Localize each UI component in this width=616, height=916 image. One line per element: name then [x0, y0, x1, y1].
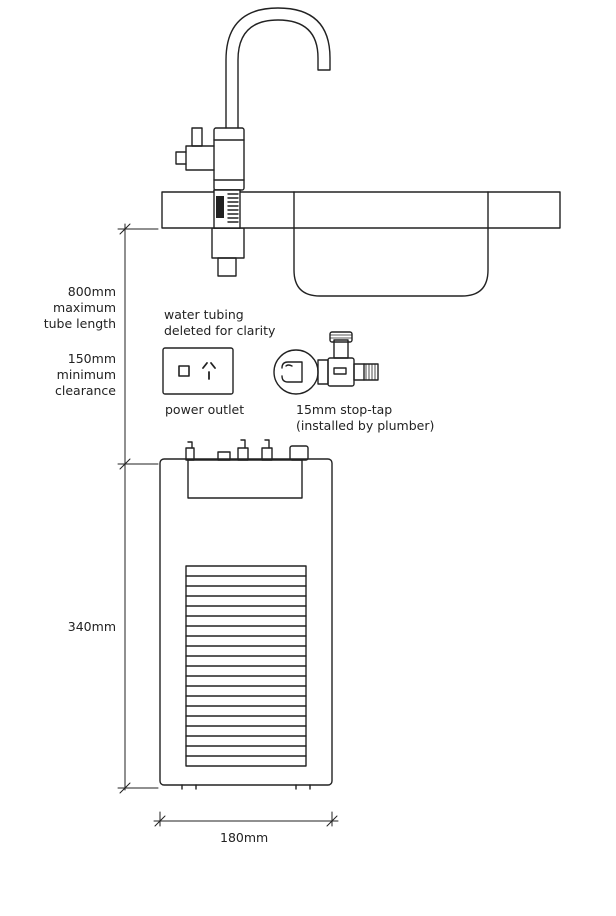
- width-dimension-line: [153, 811, 339, 827]
- tube-length-label: 800mm maximum tube length: [40, 284, 116, 332]
- clearance-line3: clearance: [55, 383, 116, 398]
- vent-grille: [185, 575, 307, 757]
- faucet: [175, 7, 331, 277]
- tube-length-line2: maximum: [53, 300, 116, 315]
- clearance-line2: minimum: [56, 367, 116, 382]
- water-tubing-line1: water tubing: [164, 307, 244, 322]
- vertical-dimension-line: [117, 223, 159, 794]
- power-outlet-icon: [162, 347, 234, 395]
- benchtop-with-sink: [161, 191, 561, 297]
- stop-tap-line1: 15mm stop-tap: [296, 402, 393, 417]
- clearance-label: 150mm minimum clearance: [40, 351, 116, 399]
- unit-height-label: 340mm: [67, 619, 116, 634]
- water-tubing-line2: deleted for clarity: [164, 323, 276, 338]
- stop-tap-line2: (installed by plumber): [296, 418, 435, 433]
- stop-tap-icon: [273, 331, 379, 395]
- tube-length-value: 800mm: [67, 284, 116, 299]
- water-tubing-note: water tubing deleted for clarity: [164, 307, 275, 339]
- clearance-value: 150mm: [67, 351, 116, 366]
- stop-tap-label: 15mm stop-tap (installed by plumber): [296, 402, 434, 434]
- unit-width-label: 180mm: [220, 830, 269, 845]
- tube-length-line3: tube length: [43, 316, 116, 331]
- power-outlet-label: power outlet: [165, 402, 245, 417]
